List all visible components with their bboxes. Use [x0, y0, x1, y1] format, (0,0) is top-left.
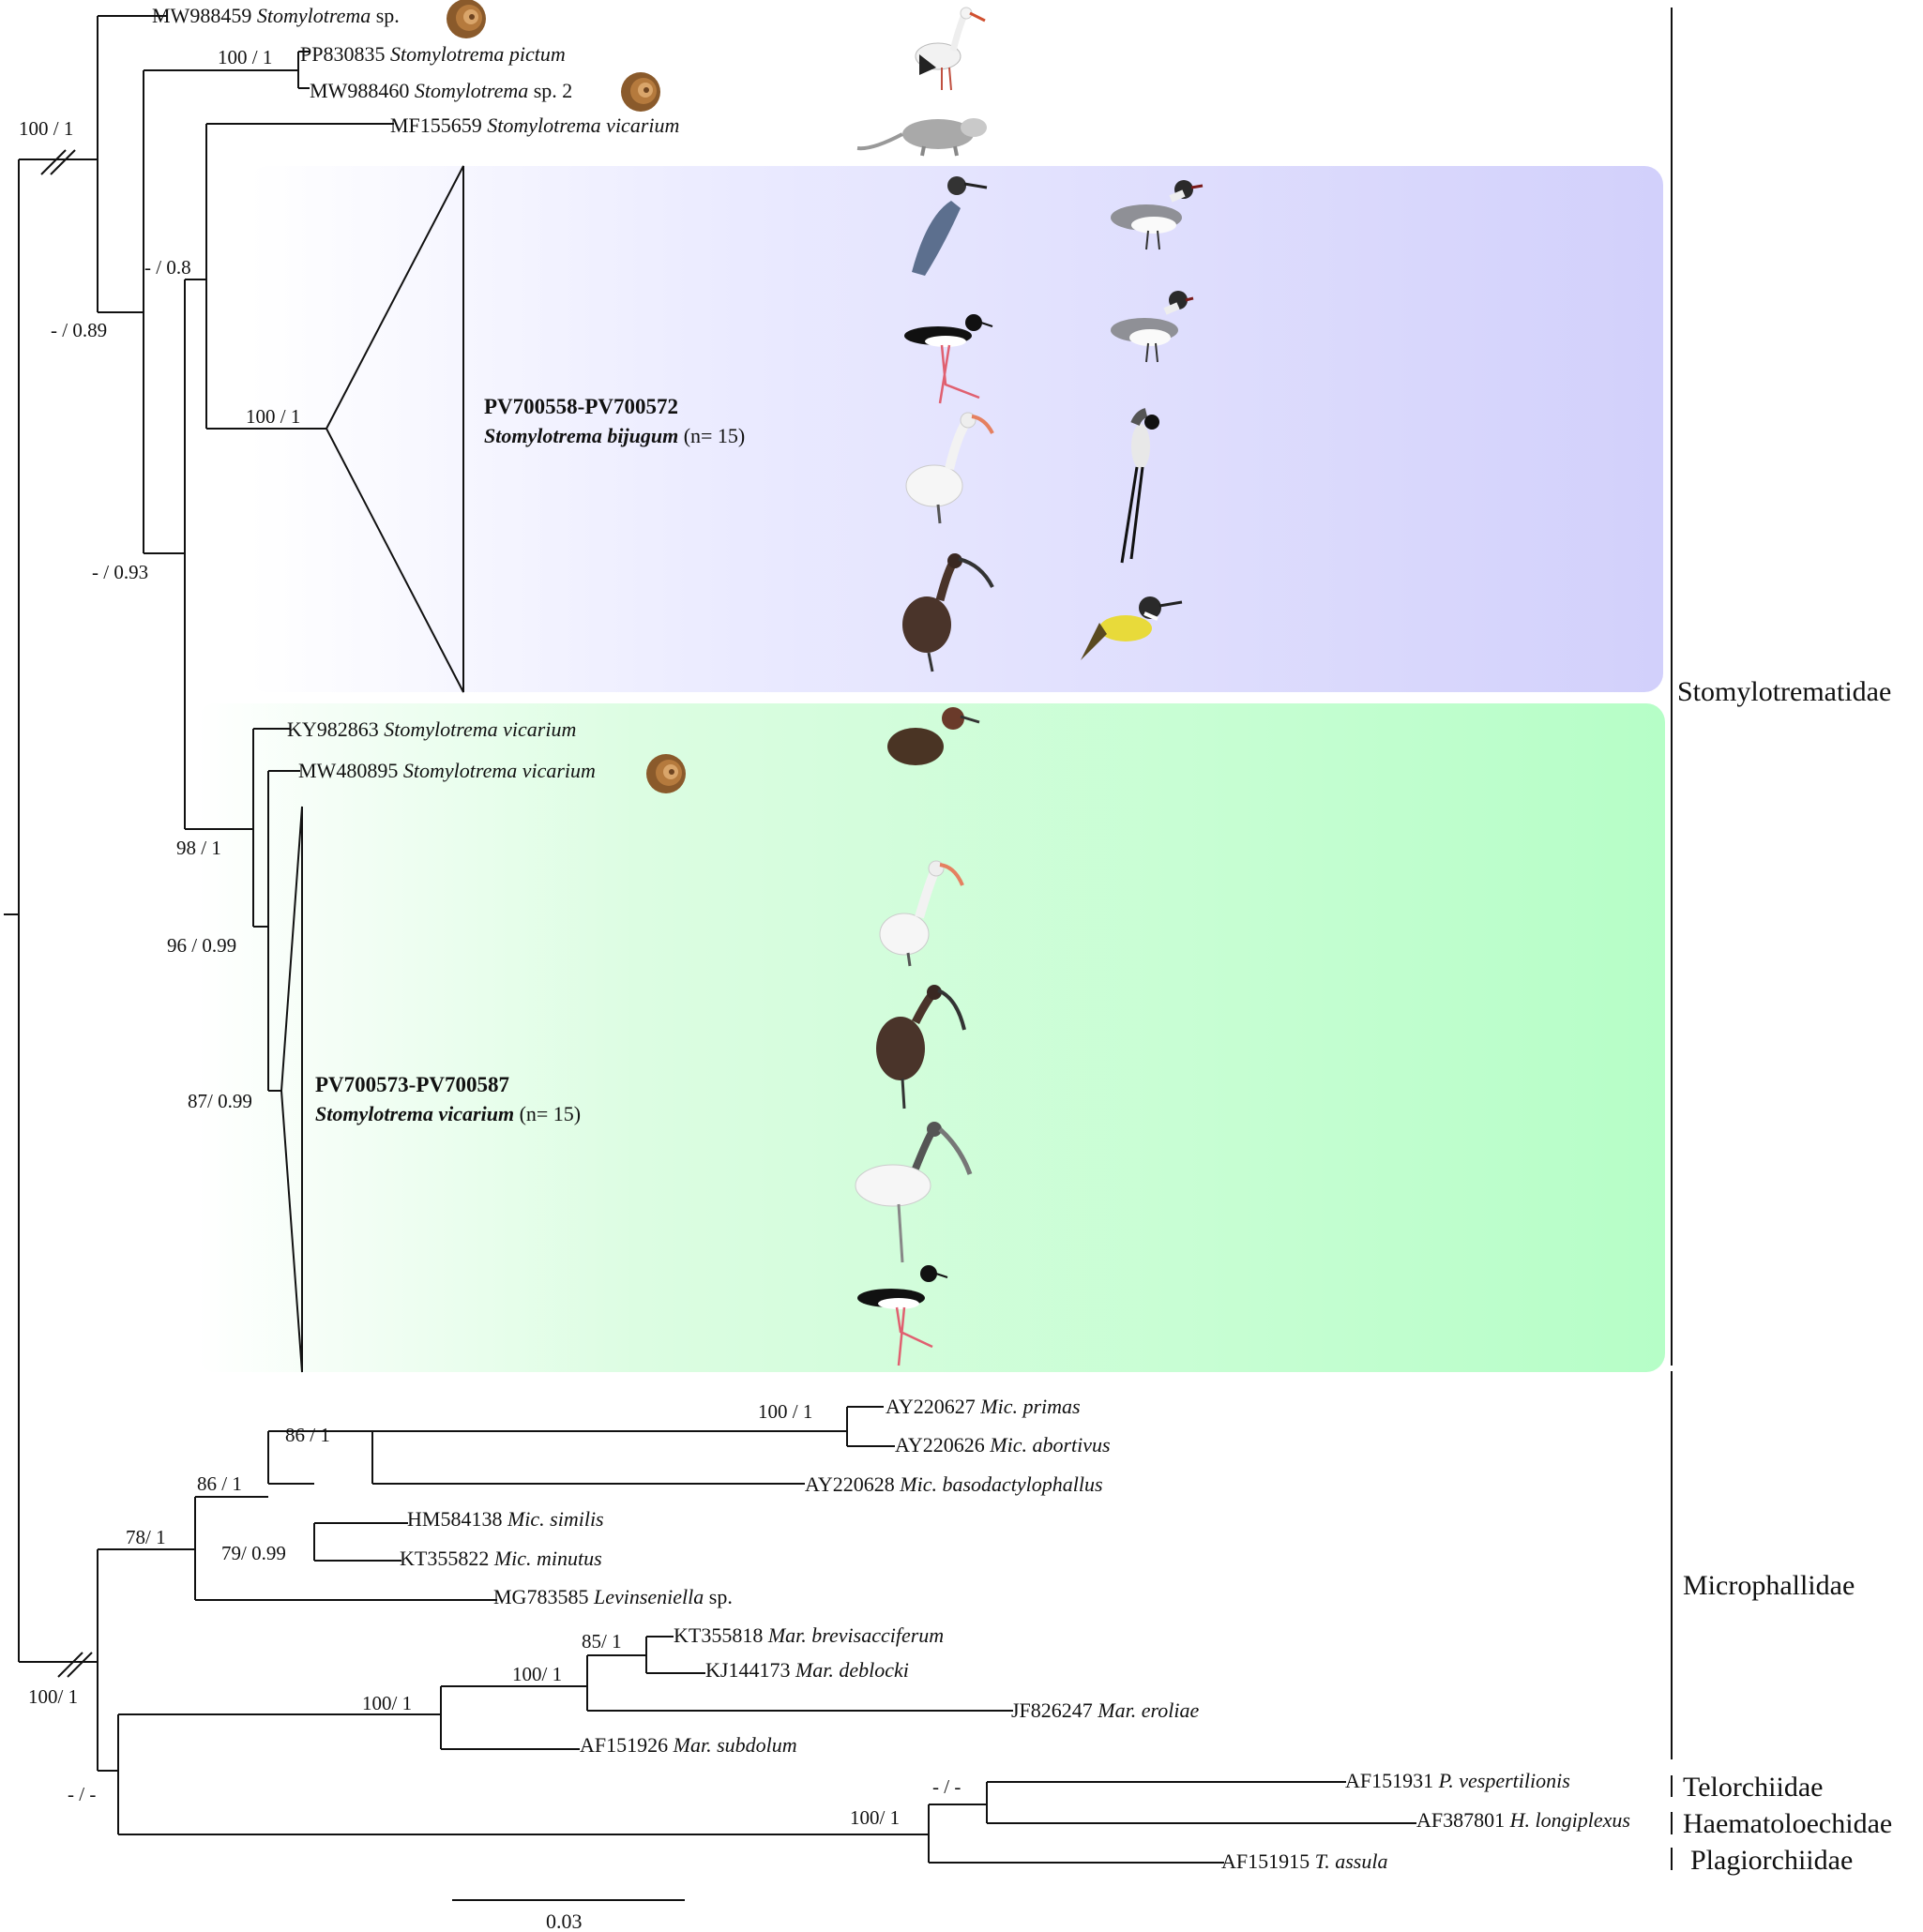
taxon-label: JF826247 Mar. eroliae	[1011, 1698, 1199, 1722]
support-value: 86 / 1	[285, 1424, 330, 1446]
taxon-label: HM584138 Mic. similis	[407, 1507, 604, 1531]
taxon-label: KY982863 Stomylotrema vicarium	[287, 717, 576, 741]
ibis-icon	[879, 860, 964, 967]
support-value: - / 0.93	[92, 561, 148, 583]
taxon-label: AF151915 T. assula	[1221, 1849, 1387, 1873]
support-value: 96 / 0.99	[167, 934, 236, 957]
taxon-label: AY220626 Mic. abortivus	[895, 1433, 1111, 1457]
stilt-icon	[857, 1265, 948, 1366]
family-label: Plagiorchiidae	[1690, 1845, 1853, 1876]
taxon-label: KT355822 Mic. minutus	[400, 1547, 602, 1570]
support-value: - / 0.8	[144, 256, 191, 279]
family-label: Haematoloechidae	[1683, 1808, 1892, 1839]
support-value: - / 0.89	[51, 319, 107, 341]
support-value: 98 / 1	[176, 837, 221, 859]
clade-bijugum-label: Stomylotrema bijugum (n= 15)	[484, 424, 745, 447]
support-value: 78/ 1	[126, 1526, 166, 1548]
taxon-label: MW480895 Stomylotrema vicarium	[298, 759, 596, 782]
family-label: Telorchiidae	[1683, 1772, 1824, 1803]
clade-bijugum-background	[249, 166, 1663, 692]
taxon-label: AF151926 Mar. subdolum	[580, 1733, 797, 1757]
taxon-label: KT355818 Mar. brevisacciferum	[674, 1623, 944, 1647]
support-value: 100/ 1	[362, 1692, 412, 1714]
support-value: 87/ 0.99	[188, 1090, 252, 1112]
snail-icon	[621, 72, 660, 112]
family-label: Stomylotrematidae	[1677, 676, 1891, 707]
support-value: 85/ 1	[582, 1630, 622, 1653]
taxon-label: AY220627 Mic. primas	[886, 1395, 1081, 1418]
ibis-icon	[902, 553, 994, 672]
heron-icon	[912, 176, 988, 276]
taxon-label: KJ144173 Mar. deblocki	[705, 1658, 909, 1682]
ibis-icon	[905, 412, 994, 524]
clade-bijugum-range: PV700558-PV700572	[484, 395, 678, 418]
kiskadee-icon	[1081, 596, 1183, 660]
taxon-label: MG783585 Levinseniella sp.	[493, 1585, 733, 1608]
snail-icon	[646, 754, 686, 793]
ibis-icon	[876, 985, 966, 1109]
support-value: 100 / 1	[19, 117, 73, 140]
gull-icon	[1111, 291, 1194, 363]
stilt-icon	[904, 314, 993, 404]
opossum-icon	[856, 118, 987, 157]
snail-icon	[447, 0, 486, 38]
tree-branches	[4, 15, 1416, 1864]
gull-icon	[1111, 180, 1204, 250]
support-value: - / -	[932, 1775, 961, 1798]
support-value: 86 / 1	[197, 1472, 242, 1495]
support-value: 100 / 1	[758, 1400, 812, 1423]
support-value: 100/ 1	[850, 1806, 900, 1829]
taxon-label: MW988459 Stomylotrema sp.	[152, 4, 400, 27]
support-value: 100 / 1	[246, 405, 300, 428]
family-label: Microphallidae	[1683, 1570, 1855, 1601]
bittern-icon	[887, 707, 980, 765]
wood-stork-icon	[855, 1122, 973, 1263]
clade-vicarium-label: Stomylotrema vicarium (n= 15)	[315, 1102, 581, 1125]
stork-icon	[915, 7, 986, 91]
clade-vicarium-background	[197, 703, 1665, 1372]
branch-break-marks	[40, 149, 93, 1678]
support-value: 100 / 1	[218, 46, 272, 68]
support-value: - / -	[68, 1783, 96, 1805]
taxon-label: AF387801 H. longiplexus	[1416, 1808, 1630, 1832]
taxon-label: AF151931 P. vespertilionis	[1345, 1769, 1570, 1792]
support-value: 79/ 0.99	[221, 1542, 286, 1564]
flycatcher-icon	[1120, 408, 1159, 564]
taxon-label: MF155659 Stomylotrema vicarium	[390, 113, 679, 137]
taxon-label: MW988460 Stomylotrema sp. 2	[310, 79, 572, 102]
scale-bar-label: 0.03	[546, 1909, 583, 1932]
taxon-label: AY220628 Mic. basodactylophallus	[805, 1472, 1103, 1496]
support-value: 100/ 1	[512, 1663, 562, 1685]
taxon-label: PP830835 Stomylotrema pictum	[300, 42, 566, 66]
clade-vicarium-range: PV700573-PV700587	[315, 1073, 509, 1096]
support-value: 100/ 1	[28, 1685, 78, 1708]
